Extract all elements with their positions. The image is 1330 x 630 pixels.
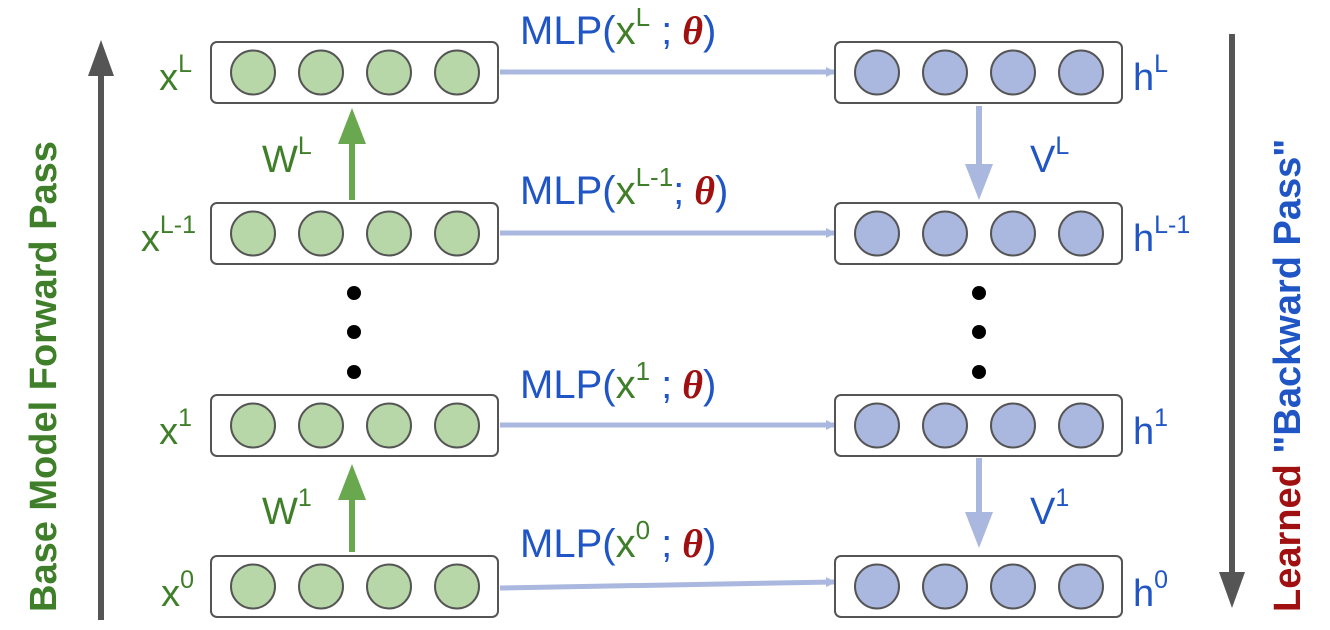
- neuron-node: [854, 563, 900, 610]
- neuron-node: [434, 563, 480, 610]
- neuron-node: [1058, 563, 1104, 610]
- layer-label-hl: hL: [1133, 50, 1168, 99]
- neuron-node: [990, 210, 1036, 257]
- layer-box-frame: [834, 394, 1123, 457]
- layer-label-xl: xL: [159, 50, 192, 99]
- neuron-node: [230, 402, 276, 449]
- neuron-node: [230, 210, 276, 257]
- neuron-node: [366, 49, 412, 96]
- layer-box-frame: [210, 555, 499, 618]
- neuron-node: [230, 563, 276, 610]
- left-ellipsis: [347, 286, 361, 379]
- mlp-label-0: MLP(x0 ;θ): [520, 515, 716, 566]
- layer-box-x1: [210, 394, 499, 457]
- mlp-label-1: MLP(x1 ;θ): [520, 356, 716, 407]
- neuron-node: [298, 402, 344, 449]
- neuron-node: [434, 49, 480, 96]
- weight-label-v1: V1: [1030, 484, 1069, 533]
- layer-box-h1: [834, 394, 1123, 457]
- neuron-node: [922, 402, 968, 449]
- right-title-backward: "Backward Pass": [1267, 139, 1309, 464]
- neuron-node: [854, 210, 900, 257]
- right-title-learned: Learned: [1267, 464, 1309, 612]
- neuron-node: [990, 402, 1036, 449]
- layer-box-frame: [834, 202, 1123, 265]
- weight-label-vl: VL: [1030, 132, 1069, 181]
- mlp-label-l: MLP(xL ;θ): [520, 2, 716, 53]
- layer-label-hl-1: hL-1: [1133, 211, 1190, 260]
- layer-box-frame: [210, 394, 499, 457]
- neuron-node: [854, 49, 900, 96]
- mlp-label-l-1: MLP(xL-1;θ): [520, 162, 728, 213]
- layer-box-hl-1: [834, 202, 1123, 265]
- backward-pass-arrow: [1219, 34, 1245, 608]
- layer-label-x1: x1: [159, 404, 192, 453]
- layer-label-x0: x0: [161, 566, 194, 615]
- layer-box-h0: [834, 555, 1123, 618]
- weight-arrow-w1: [338, 464, 366, 552]
- neuron-node: [434, 402, 480, 449]
- right-ellipsis: [972, 286, 986, 379]
- neuron-node: [434, 210, 480, 257]
- layer-box-frame: [834, 41, 1123, 104]
- neuron-node: [990, 563, 1036, 610]
- neuron-node: [298, 563, 344, 610]
- layer-box-hl: [834, 41, 1123, 104]
- neuron-node: [1058, 210, 1104, 257]
- neuron-node: [922, 563, 968, 610]
- neuron-node: [366, 402, 412, 449]
- weight-arrow-wl: [338, 108, 366, 200]
- neuron-node: [1058, 402, 1104, 449]
- neuron-node: [922, 49, 968, 96]
- neuron-node: [854, 402, 900, 449]
- layer-label-h1: h1: [1133, 404, 1168, 453]
- layer-label-xl-1: xL-1: [141, 211, 196, 260]
- layer-box-x0: [210, 555, 499, 618]
- mlp-arrow: [499, 577, 836, 591]
- right-side-title: Learned "Backward Pass": [1267, 139, 1309, 612]
- forward-pass-arrow: [88, 40, 114, 620]
- neuron-node: [990, 49, 1036, 96]
- neuron-node: [298, 49, 344, 96]
- neuron-node: [298, 210, 344, 257]
- neuron-node: [230, 49, 276, 96]
- layer-box-xl: [210, 41, 499, 104]
- layer-label-h0: h0: [1133, 566, 1168, 615]
- left-side-title: Base Model Forward Pass: [23, 141, 65, 612]
- neuron-node: [366, 210, 412, 257]
- layer-box-xl-1: [210, 202, 499, 265]
- layer-box-frame: [834, 555, 1123, 618]
- neuron-node: [1058, 49, 1104, 96]
- layer-box-frame: [210, 41, 499, 104]
- weight-arrow-v1: [965, 458, 993, 548]
- weight-label-w1: W1: [262, 484, 312, 533]
- neuron-node: [366, 563, 412, 610]
- weight-label-wl: WL: [262, 132, 312, 181]
- neuron-node: [922, 210, 968, 257]
- weight-arrow-vl: [965, 106, 993, 200]
- layer-box-frame: [210, 202, 499, 265]
